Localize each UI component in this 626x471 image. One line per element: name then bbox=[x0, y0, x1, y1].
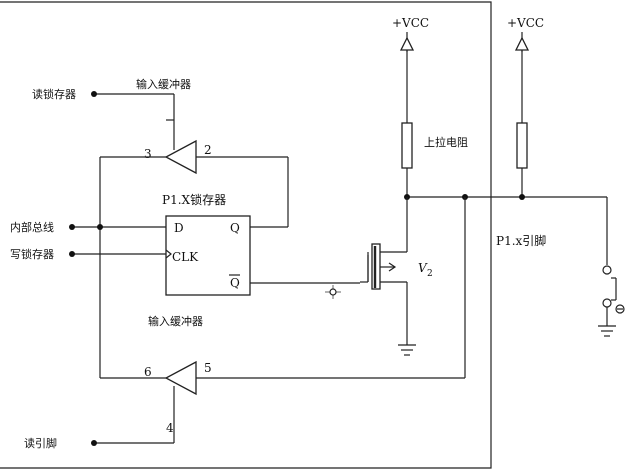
read-pin-label: 读引脚 bbox=[24, 436, 57, 450]
vcc-supply-1: +VCC bbox=[392, 16, 429, 197]
fet-subscript: 2 bbox=[427, 269, 433, 279]
input-buffer-top: 2 3 输入缓冲器 bbox=[136, 77, 212, 175]
input-buffer-bottom-label: 输入缓冲器 bbox=[148, 314, 203, 328]
fet-v2: V 2 bbox=[360, 197, 433, 356]
pin-label: P1.x引脚 bbox=[496, 233, 546, 248]
buffer-bottom-in-pin: 5 bbox=[204, 361, 212, 375]
pullup-resistor bbox=[401, 122, 413, 169]
p1x-latch: P1.X锁存器 D Q CLK Q bbox=[162, 192, 251, 296]
vcc-label-2: +VCC bbox=[507, 16, 544, 30]
latch-pin-qbar: Q bbox=[230, 276, 240, 290]
vcc-supply-2: +VCC bbox=[507, 16, 544, 197]
latch-title: P1.X锁存器 bbox=[162, 192, 226, 207]
read-pin-terminal bbox=[91, 440, 97, 446]
read-latch-label: 读锁存器 bbox=[32, 87, 76, 101]
buffer-bottom-enable-pin: 4 bbox=[166, 421, 174, 435]
buffer-top-in-pin: 2 bbox=[204, 143, 212, 157]
input-buffer-top-label: 输入缓冲器 bbox=[136, 77, 191, 91]
write-latch-terminal bbox=[69, 251, 75, 257]
write-latch-label: 写锁存器 bbox=[10, 247, 54, 261]
pullup-resistor-label: 上拉电阻 bbox=[424, 135, 468, 149]
external-switch bbox=[598, 197, 625, 337]
vcc-label-1: +VCC bbox=[392, 16, 429, 30]
fet-name: V bbox=[418, 261, 428, 275]
external-resistor bbox=[516, 122, 528, 169]
internal-bus-label: 内部总线 bbox=[10, 220, 54, 234]
junction-dot bbox=[97, 224, 103, 230]
chip-boundary bbox=[0, 1, 492, 469]
read-latch-terminal bbox=[91, 91, 97, 97]
junction-dot bbox=[519, 194, 525, 200]
buffer-top-out-pin: 3 bbox=[144, 147, 152, 161]
latch-pin-d: D bbox=[174, 221, 184, 235]
buffer-bottom-out-pin: 6 bbox=[144, 365, 152, 379]
internal-bus-terminal bbox=[69, 224, 75, 230]
latch-pin-q: Q bbox=[230, 221, 240, 235]
latch-pin-clk: CLK bbox=[172, 250, 199, 264]
input-buffer-bottom: 5 6 4 bbox=[144, 360, 212, 443]
